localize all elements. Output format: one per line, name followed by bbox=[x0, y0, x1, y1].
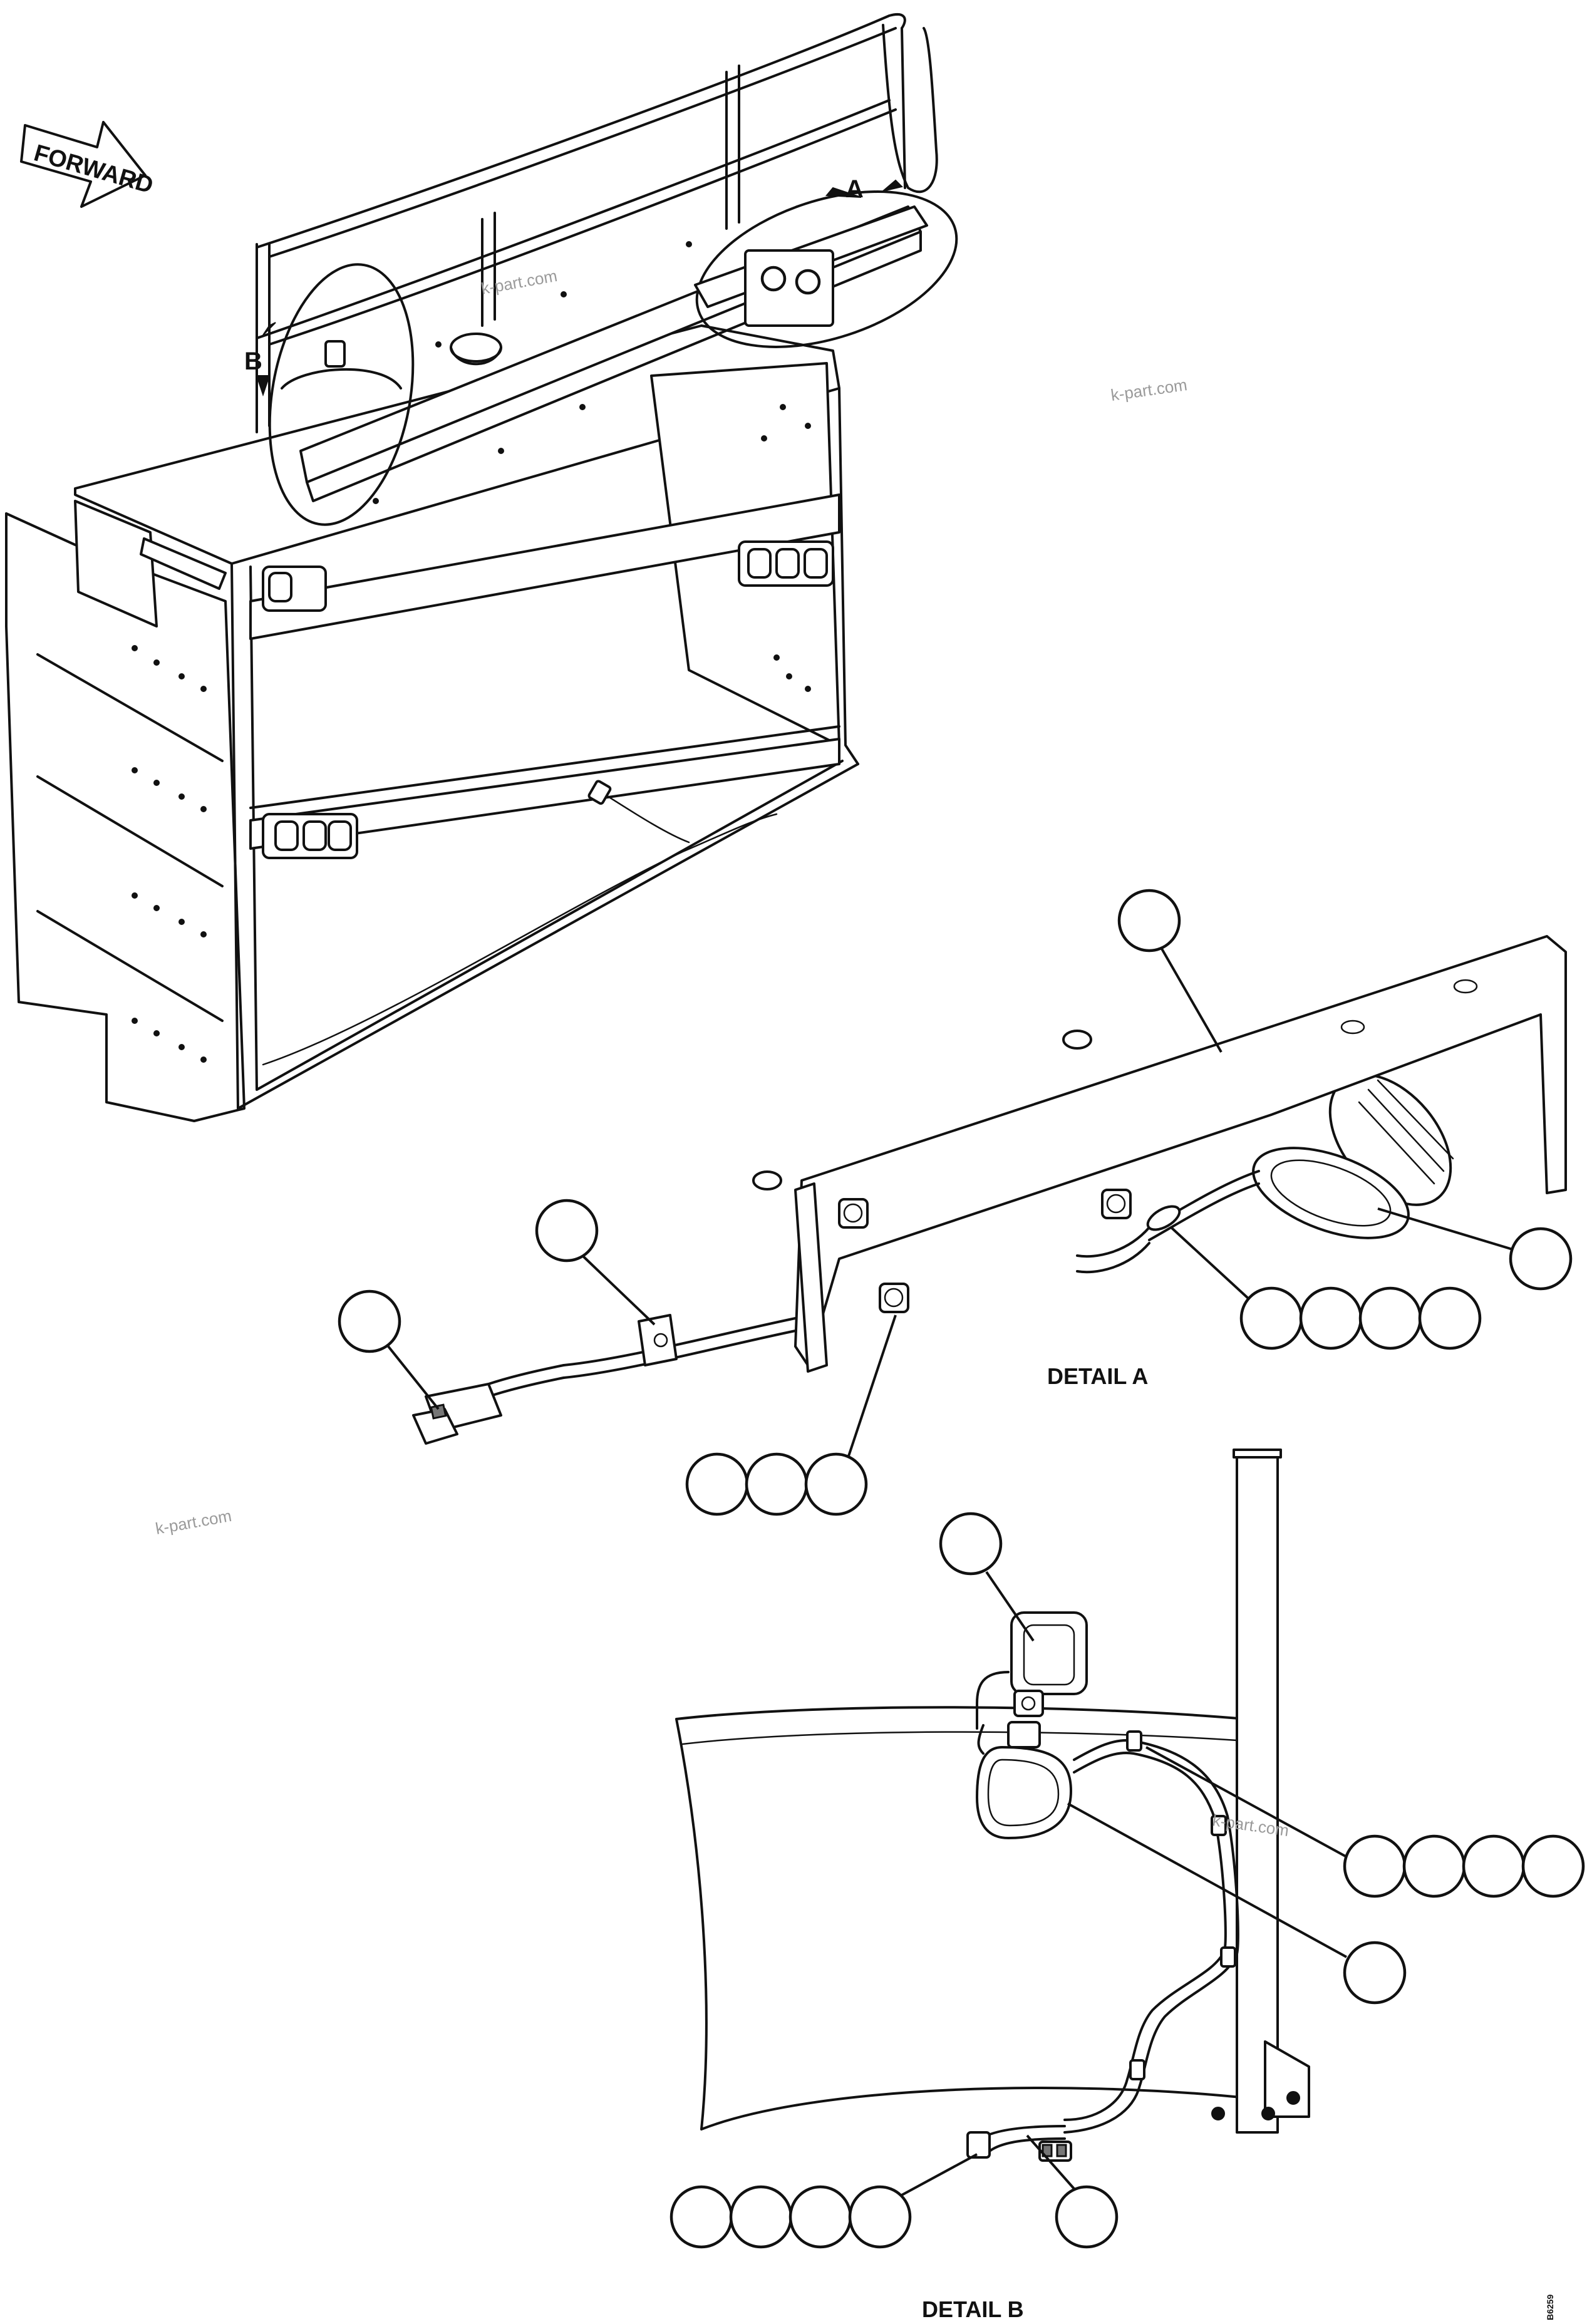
watermark-2: k-part.com bbox=[1110, 375, 1189, 405]
forward-arrow: FORWARD bbox=[20, 121, 156, 208]
corner-code: B6259 bbox=[1545, 2295, 1555, 2320]
watermark-3: k-part.com bbox=[154, 1506, 233, 1538]
detail-b: DETAIL B bbox=[669, 1449, 1585, 2322]
callout-a-letter: A bbox=[845, 175, 864, 203]
bracket-cluster bbox=[262, 540, 834, 859]
balloons-detail-b bbox=[669, 1512, 1585, 2249]
detail-a: DETAIL A bbox=[338, 889, 1573, 1516]
detail-a-title: DETAIL A bbox=[1047, 1363, 1148, 1389]
view-callout-b: B bbox=[244, 263, 415, 526]
work-lamp-a bbox=[1252, 1073, 1454, 1239]
watermark-1: k-part.com bbox=[480, 266, 559, 298]
work-lamp-b bbox=[976, 1611, 1088, 1839]
view-callout-a: A bbox=[694, 175, 958, 348]
detail-b-title: DETAIL B bbox=[922, 2296, 1024, 2322]
callout-b-letter: B bbox=[244, 348, 262, 375]
balloons-detail-a bbox=[338, 889, 1573, 1516]
